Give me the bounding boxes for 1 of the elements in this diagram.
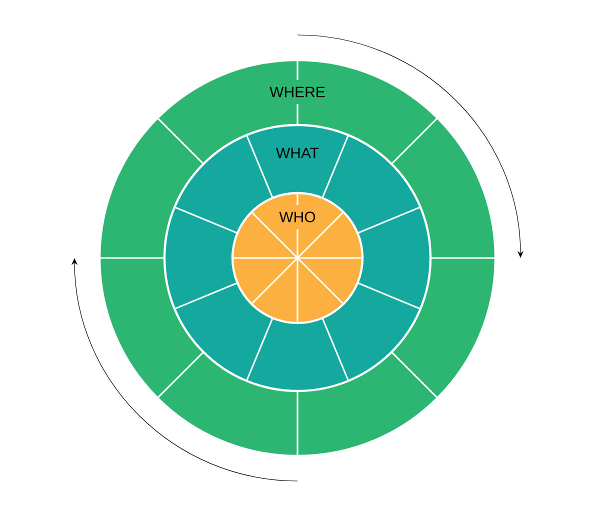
ring-segment-drawing: WHO bbox=[231, 192, 364, 324]
